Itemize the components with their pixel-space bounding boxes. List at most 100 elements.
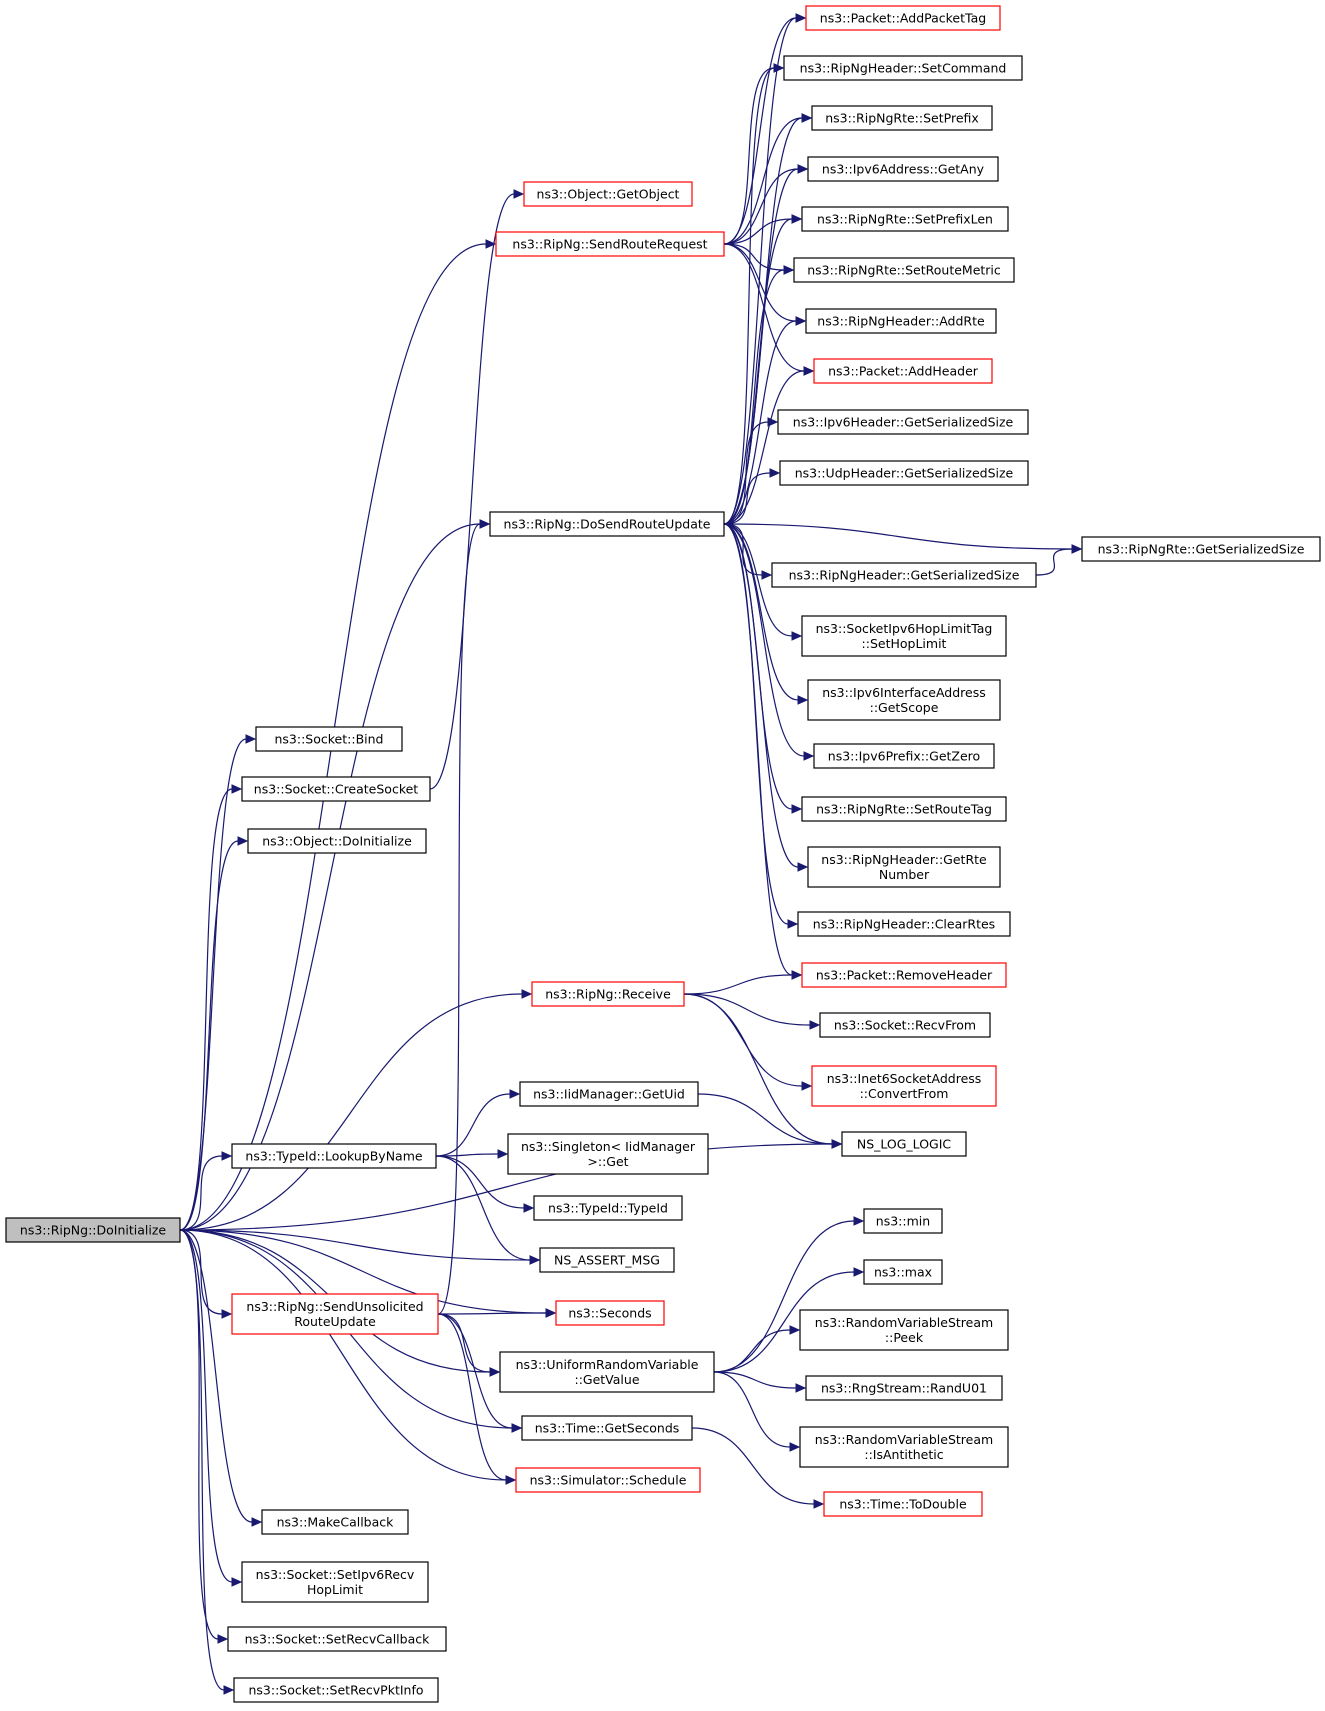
node-box[interactable] [805,5,1001,31]
node-box[interactable] [801,615,1007,657]
node-box[interactable] [507,1133,709,1175]
node-box[interactable] [247,828,427,854]
node-schedule[interactable]: ns3::Simulator::Schedule [515,1467,701,1493]
node-dosend[interactable]: ns3::RipNg::DoSendRouteUpdate [489,511,725,537]
node-box[interactable] [515,1467,701,1493]
node-box[interactable] [231,1143,437,1169]
node-box[interactable] [539,1247,675,1273]
node-box[interactable] [521,1415,693,1441]
node-addrte[interactable]: ns3::RipNgHeader::AddRte [805,308,997,334]
node-box[interactable] [233,1677,439,1703]
node-box[interactable] [807,846,1001,888]
node-box[interactable] [777,409,1029,435]
node-box[interactable] [841,1131,967,1157]
node-box[interactable] [799,1426,1009,1468]
node-box[interactable] [771,562,1037,588]
node-zero[interactable]: ns3::Ipv6Prefix::GetZero [813,743,995,769]
node-box[interactable] [231,1293,439,1335]
node-getvalue[interactable]: ns3::UniformRandomVariable::GetValue [499,1351,715,1393]
node-scope[interactable]: ns3::Ipv6InterfaceAddress::GetScope [807,679,1001,721]
node-convert[interactable]: ns3::Inet6SocketAddress::ConvertFrom [811,1065,997,1107]
node-max[interactable]: ns3::max [863,1259,943,1285]
node-box[interactable] [533,1195,683,1221]
node-seconds[interactable]: ns3::Seconds [555,1300,665,1326]
node-box[interactable] [241,776,431,802]
node-box[interactable] [227,1626,447,1652]
node-setprefixlen[interactable]: ns3::RipNgRte::SetPrefixLen [801,206,1009,232]
node-box[interactable] [531,981,685,1007]
node-box[interactable] [801,796,1007,822]
node-min[interactable]: ns3::min [863,1208,943,1234]
node-lookup[interactable]: ns3::TypeId::LookupByName [231,1143,437,1169]
node-box[interactable] [811,1065,997,1107]
node-box[interactable] [807,156,999,182]
node-getsec[interactable]: ns3::Time::GetSeconds [521,1415,693,1441]
node-box[interactable] [799,1309,1009,1351]
node-root[interactable]: ns3::RipNg::DoInitialize [5,1217,181,1243]
node-setmetric[interactable]: ns3::RipNgRte::SetRouteMetric [793,257,1015,283]
node-sendreq[interactable]: ns3::RipNg::SendRouteRequest [495,231,725,257]
node-box[interactable] [805,1375,1003,1401]
node-box[interactable] [489,511,725,537]
node-box[interactable] [811,105,993,131]
node-create[interactable]: ns3::Socket::CreateSocket [241,776,431,802]
node-box[interactable] [813,743,995,769]
node-anti[interactable]: ns3::RandomVariableStream::IsAntithetic [799,1426,1009,1468]
node-setprefix[interactable]: ns3::RipNgRte::SetPrefix [811,105,993,131]
node-setcmd[interactable]: ns3::RipNgHeader::SetCommand [783,55,1023,81]
node-log[interactable]: NS_LOG_LOGIC [841,1131,967,1157]
node-routetag[interactable]: ns3::RipNgRte::SetRouteTag [801,796,1007,822]
node-box[interactable] [519,1081,699,1107]
node-clear[interactable]: ns3::RipNgHeader::ClearRtes [797,911,1011,937]
node-box[interactable] [823,1491,983,1517]
node-getany[interactable]: ns3::Ipv6Address::GetAny [807,156,999,182]
node-box[interactable] [797,911,1011,937]
node-todouble[interactable]: ns3::Time::ToDouble [823,1491,983,1517]
node-box[interactable] [241,1561,429,1603]
node-box[interactable] [779,460,1029,486]
node-hdrsize[interactable]: ns3::RipNgHeader::GetSerializedSize [771,562,1037,588]
node-bind[interactable]: ns3::Socket::Bind [255,726,403,752]
node-addtag[interactable]: ns3::Packet::AddPacketTag [805,5,1001,31]
node-receive[interactable]: ns3::RipNg::Receive [531,981,685,1007]
node-remhdr[interactable]: ns3::Packet::RemoveHeader [801,962,1007,988]
node-box[interactable] [793,257,1015,283]
node-typeid[interactable]: ns3::TypeId::TypeId [533,1195,683,1221]
node-udpsize[interactable]: ns3::UdpHeader::GetSerializedSize [779,460,1029,486]
node-box[interactable] [495,231,725,257]
node-randu[interactable]: ns3::RngStream::RandU01 [805,1375,1003,1401]
node-box[interactable] [261,1509,409,1535]
node-objinit[interactable]: ns3::Object::DoInitialize [247,828,427,854]
node-box[interactable] [813,358,993,384]
node-ipv6size[interactable]: ns3::Ipv6Header::GetSerializedSize [777,409,1029,435]
node-makecb[interactable]: ns3::MakeCallback [261,1509,409,1535]
node-hoplimit[interactable]: ns3::SocketIpv6HopLimitTag::SetHopLimit [801,615,1007,657]
node-recvcb[interactable]: ns3::Socket::SetRecvCallback [227,1626,447,1652]
node-pktinfo[interactable]: ns3::Socket::SetRecvPktInfo [233,1677,439,1703]
node-box[interactable] [805,308,997,334]
node-box[interactable] [819,1012,991,1038]
node-box[interactable] [1081,536,1321,562]
node-peek[interactable]: ns3::RandomVariableStream::Peek [799,1309,1009,1351]
node-singleton[interactable]: ns3::Singleton< IidManager>::Get [507,1133,709,1175]
node-addhdr[interactable]: ns3::Packet::AddHeader [813,358,993,384]
node-box[interactable] [5,1217,181,1243]
node-box[interactable] [807,679,1001,721]
node-box[interactable] [863,1259,943,1285]
node-box[interactable] [255,726,403,752]
node-box[interactable] [523,181,693,207]
node-box[interactable] [801,206,1009,232]
node-rtesize[interactable]: ns3::RipNgRte::GetSerializedSize [1081,536,1321,562]
node-box[interactable] [783,55,1023,81]
node-box[interactable] [863,1208,943,1234]
node-getuid[interactable]: ns3::IidManager::GetUid [519,1081,699,1107]
node-box[interactable] [499,1351,715,1393]
node-box[interactable] [801,962,1007,988]
node-assert[interactable]: NS_ASSERT_MSG [539,1247,675,1273]
node-box[interactable] [555,1300,665,1326]
node-recvfrom[interactable]: ns3::Socket::RecvFrom [819,1012,991,1038]
node-getobj[interactable]: ns3::Object::GetObject [523,181,693,207]
